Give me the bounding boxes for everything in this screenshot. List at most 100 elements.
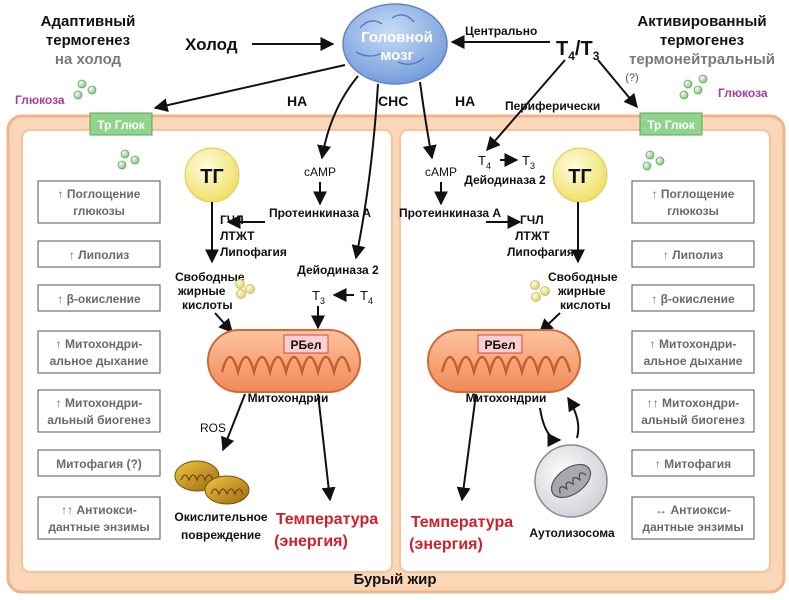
brain-label-line1: Головной xyxy=(361,29,433,46)
right-effect-line1: ↑ Митохондри- xyxy=(650,337,737,351)
left-effect-box xyxy=(37,180,161,224)
ltzht-right-label: ЛТЖТ xyxy=(515,229,550,243)
temperature-right-line2: (энергия) xyxy=(409,536,483,553)
brain-label-line2: мозг xyxy=(380,47,414,64)
autolysosome-icon xyxy=(534,444,608,518)
left-effect-line2: дантные энзимы xyxy=(48,520,149,534)
glucose-left-label: Глюкоза xyxy=(15,93,65,107)
temperature-left-line1: Температура xyxy=(276,511,378,528)
ghl-left-label: ГЧЛ xyxy=(220,213,244,227)
tg-droplet-right xyxy=(552,147,608,203)
fatty-acid-droplets-right xyxy=(530,280,550,302)
ros-label: ROS xyxy=(200,421,226,435)
right-title-line1: Активированный xyxy=(637,13,766,30)
right-effect-line2: альный биогенез xyxy=(641,413,745,427)
camp-right-label: cAMP xyxy=(425,165,457,179)
left-effect-line2: альное дыхание xyxy=(50,354,149,368)
t4-right-label: T4 xyxy=(478,153,491,171)
lipophagy-right-label: Липофагия xyxy=(507,245,574,259)
t4-left-label: T4 xyxy=(360,288,373,306)
left-effect-line1: ↑ Митохондри- xyxy=(56,396,143,410)
temperature-left-line2: (энергия) xyxy=(274,533,348,550)
ucp1-right-label: РБел xyxy=(485,338,516,352)
right-effect-line2: дантные энзимы xyxy=(642,520,743,534)
right-effect-box xyxy=(631,496,755,540)
mito-left-label: Митохондрии xyxy=(248,391,329,405)
left-effect-line1: Митофагия (?) xyxy=(56,457,142,471)
ffa-right-line1: Свободные xyxy=(548,270,618,284)
left-effect-line2: альный биогенез xyxy=(47,413,151,427)
glucose-transporter-right-label: Тр Глюк xyxy=(647,118,696,132)
ghl-right-label: ГЧЛ xyxy=(520,213,544,227)
ffa-right-line2: жирные xyxy=(557,284,606,298)
glucose-particles-right xyxy=(642,74,708,171)
ucp1-left-label: РБел xyxy=(291,338,322,352)
right-effect-line1: ↑ β-окисление xyxy=(651,292,735,306)
ffa-right-line3: кислоты xyxy=(560,298,611,312)
autolysosome-label: Аутолизосома xyxy=(529,526,615,540)
glucose-transporter-left xyxy=(89,112,153,136)
right-effect-box xyxy=(631,240,755,268)
right-effect-line2: альное дыхание xyxy=(644,354,743,368)
deiodinase-right-label: Дейодиназа 2 xyxy=(464,173,546,187)
glucose-particles-left xyxy=(73,79,140,170)
right-effect-box xyxy=(631,330,755,374)
left-effect-line1: ↑ Поглощение xyxy=(58,187,141,201)
right-effect-box xyxy=(631,284,755,312)
left-effect-line1: ↑ Митохондри- xyxy=(56,337,143,351)
left-effect-box xyxy=(37,330,161,374)
left-effect-box xyxy=(37,240,161,268)
right-title-line3: термонейтральный xyxy=(629,51,775,68)
right-effect-box xyxy=(631,389,755,433)
right-effect-line1: ↑ Поглощение xyxy=(652,187,735,201)
right-effect-line2: глюкозы xyxy=(667,204,719,218)
left-effect-line1: ↑↑ Антиокси- xyxy=(61,503,137,517)
left-effect-box xyxy=(37,496,161,540)
tg-left-label: ТГ xyxy=(200,166,224,188)
na-left-label: НА xyxy=(287,93,307,109)
mitochondrion-right xyxy=(427,329,581,393)
damaged-mitochondria-icon xyxy=(174,460,250,505)
camp-left-label: cAMP xyxy=(304,165,336,179)
glucose-transporter-right xyxy=(639,112,703,136)
tg-right-label: ТГ xyxy=(568,166,592,188)
mito-right-label: Митохондрии xyxy=(466,391,547,405)
pka-left-label: Протеинкиназа А xyxy=(269,206,371,220)
t3-right-label: T3 xyxy=(522,153,535,171)
brown-fat-label: Бурый жир xyxy=(353,571,436,588)
temperature-right-line1: Температура xyxy=(411,514,513,531)
glucose-right-label: Глюкоза xyxy=(718,86,768,100)
deiodinase-left-label: Дейодиназа 2 xyxy=(297,263,379,277)
left-effect-box xyxy=(37,449,161,477)
fatty-acid-droplets-left xyxy=(235,279,255,299)
t3-left-label: T3 xyxy=(312,288,325,306)
right-effect-box xyxy=(631,180,755,224)
right-effect-line1: ↑ Липолиз xyxy=(663,248,723,262)
right-effect-line1: ↑↑ Митохондри- xyxy=(647,396,740,410)
glucose-transporter-left-label: Тр Глюк xyxy=(97,118,146,132)
ffa-left-line2: жирные xyxy=(177,284,226,298)
left-title-line3: на холод xyxy=(55,51,122,68)
left-title-line1: Адаптивный xyxy=(41,13,136,30)
ltzht-left-label: ЛТЖТ xyxy=(220,229,255,243)
left-effect-line2: глюкозы xyxy=(73,204,125,218)
peripherally-label: Периферически xyxy=(505,99,600,113)
na-right-label: НА xyxy=(455,93,475,109)
right-effect-line1: ↑ Митофагия xyxy=(655,457,731,471)
brain-icon xyxy=(342,3,448,85)
right-effects-list: ↑ Поглощение глюкозы ↑ Липолиз ↑ β-окислени… xyxy=(631,180,755,540)
left-effect-box xyxy=(37,284,161,312)
lipophagy-left-label: Липофагия xyxy=(220,245,287,259)
oxid-damage-line1: Окислительное xyxy=(174,510,268,524)
right-title-line2: термогенез xyxy=(660,32,744,49)
right-effect-line1: ↔ Антиокси- xyxy=(655,503,731,517)
left-title-line2: термогенез xyxy=(46,32,130,49)
centrally-label: Центрально xyxy=(465,24,537,38)
left-effect-line1: ↑ Липолиз xyxy=(69,248,129,262)
ucp1-right-box xyxy=(477,334,523,354)
t4-t3-label: T4/T3 xyxy=(556,38,600,63)
ffa-left-line1: Свободные xyxy=(175,270,245,284)
